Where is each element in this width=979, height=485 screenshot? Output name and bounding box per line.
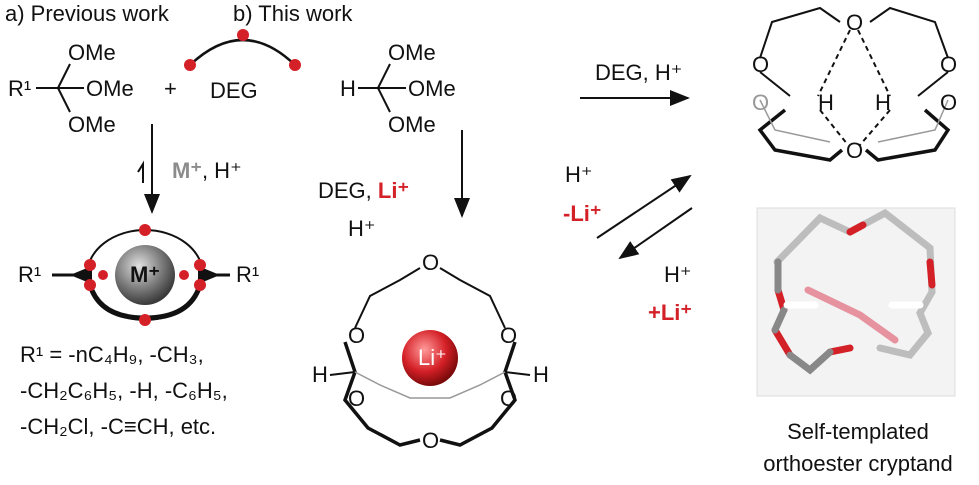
lower-acid: H⁺ (664, 262, 692, 287)
conditions-a: M⁺, H⁺ (172, 160, 242, 182)
plus-sign: + (164, 76, 177, 101)
li-condition: Li⁺ (377, 178, 410, 203)
deg-icon (184, 29, 301, 71)
li-cryptand-graphic (329, 267, 531, 447)
oxygen-label: O (500, 323, 518, 348)
acid-label: , H⁺ (201, 158, 242, 183)
oxygen-label: O (846, 10, 864, 35)
r-group-list-line: -CH₂Cl, -C≡CH, etc. (20, 414, 217, 439)
metal-sphere (115, 245, 175, 305)
oxygen-label: O (348, 323, 366, 348)
upper-li-removal: -Li⁺ (563, 201, 602, 226)
ome-top-b: OMe (388, 40, 436, 65)
down-conditions: DEG, Li⁺ (318, 180, 409, 202)
oxygen-label: O (846, 138, 864, 163)
right-conditions: DEG, H⁺ (595, 60, 683, 85)
complex-r-left: R¹ (18, 262, 42, 287)
upper-acid: H⁺ (565, 162, 593, 187)
deg-condition: DEG, (318, 178, 378, 203)
free-cryptand-graphic (757, 6, 951, 162)
oxygen-label: O (348, 386, 366, 411)
complex-metal-label: M⁺ (130, 262, 160, 287)
lithium-label: Li⁺ (418, 345, 447, 370)
caption-line: orthoester cryptand (763, 451, 953, 476)
lithium-sphere (402, 330, 458, 386)
acid-condition: H⁺ (348, 216, 376, 241)
oxygen-label: O (752, 52, 770, 77)
orthoester-bonds (36, 63, 84, 113)
r-group-list-line: -CH₂C₆H₅, -H, -C₆H₅, (20, 378, 228, 403)
oxygen-label: O (500, 386, 518, 411)
h-label: H (875, 90, 891, 115)
ome-bottom-b: OMe (388, 112, 436, 137)
oxygen-label: O (752, 90, 770, 115)
caption-line: Self-templated (787, 419, 929, 444)
deg-label: DEG (210, 78, 258, 103)
equilibrium-arrows-b (596, 174, 693, 260)
oxygen-label: O (940, 90, 958, 115)
oxygen-label: O (422, 428, 440, 453)
oxygen-label: O (940, 52, 958, 77)
r-group-list-line: R¹ = -nC₄H₉, -CH₃, (20, 342, 204, 367)
h-label-b: H (340, 76, 356, 101)
ome-top-a: OMe (68, 40, 116, 65)
metal-complex-graphic (52, 224, 230, 326)
ome-bottom-a: OMe (68, 112, 116, 137)
panel-b-title: b) This work (233, 1, 353, 26)
ome-mid-b: OMe (408, 76, 456, 101)
metal-ion-label: M⁺ (172, 158, 202, 183)
ome-mid-a: OMe (86, 76, 134, 101)
h-label: H (818, 90, 834, 115)
lower-li-addition: +Li⁺ (648, 300, 693, 325)
panel-a-title: a) Previous work (5, 1, 169, 26)
complex-r-right: R¹ (236, 262, 260, 287)
h-label: H (312, 362, 328, 387)
r-group-a: R¹ (8, 76, 32, 101)
orthoformate-bonds (358, 63, 406, 113)
crystal-structure-image (756, 207, 956, 397)
h-label: H (533, 362, 549, 387)
equilibrium-arrow-a (137, 124, 160, 214)
oxygen-label: O (422, 250, 440, 275)
